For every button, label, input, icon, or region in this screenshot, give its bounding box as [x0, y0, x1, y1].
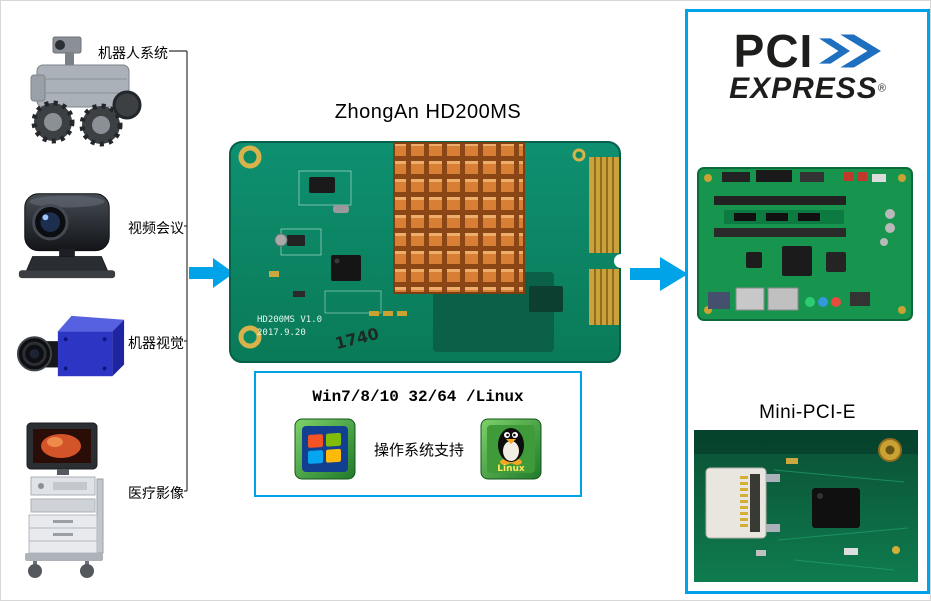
os-support-box: Win7/8/10 32/64 /Linux 操作系统支持 [254, 371, 582, 497]
medical-cart-image [19, 421, 111, 579]
mini-pcie-label: Mini-PCI-E [759, 402, 856, 423]
product-title: ZhongAn HD200MS [334, 101, 522, 123]
robot-image [23, 35, 145, 151]
windows-logo-icon [294, 418, 356, 480]
video-conference-camera-image [13, 183, 121, 283]
app-label-robot: 机器人系统 [98, 47, 168, 62]
express-logo-text: EXPRESS [729, 72, 878, 105]
arrow-right-icon [630, 257, 688, 291]
linux-badge-text: Linux [497, 464, 525, 474]
motherboard-image [694, 162, 918, 334]
os-support-caption: 操作系统支持 [373, 443, 464, 459]
linux-tux-icon: Linux [480, 418, 542, 480]
pci-logo-arrows-icon [819, 34, 882, 68]
registered-mark: ® [877, 82, 886, 95]
host-platform-panel: PCI EXPRESS® [685, 9, 930, 594]
mini-pcie-slot-closeup-image [694, 430, 918, 582]
app-label-video-conference: 视频会议 [128, 222, 184, 237]
pci-express-logo: PCI EXPRESS® [688, 28, 927, 106]
pci-logo-text: PCI [733, 25, 814, 77]
board-silkscreen-date: 2017.9.20 [257, 328, 306, 338]
machine-vision-camera-image [15, 307, 127, 387]
app-label-medical-imaging: 医疗影像 [128, 487, 184, 502]
app-label-machine-vision: 机器视觉 [128, 337, 184, 352]
board-silkscreen-model: HD200MS V1.0 [257, 315, 322, 325]
os-support-title: Win7/8/10 32/64 /Linux [312, 388, 524, 406]
capture-card-image: HD200MS V1.0 2017.9.20 1740 [229, 141, 627, 363]
arrow-left-icon [189, 258, 234, 288]
